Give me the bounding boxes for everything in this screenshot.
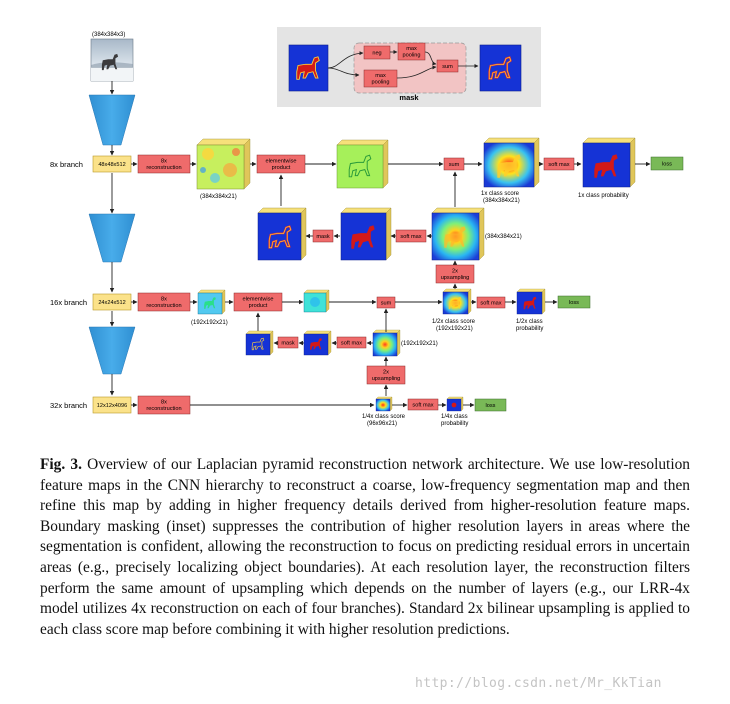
branch16-score-label: 1/2x class score [432,319,476,325]
branch8-recon-volume [196,138,251,190]
branch16-softmax2-label: soft max [341,341,362,347]
cnn-block-1 [88,94,136,146]
branch16-class-score [442,288,472,315]
inset-caption: mask [399,93,419,102]
branch8-mask-op [312,229,334,243]
branch32-score-size: (96x96x21) [367,421,397,427]
branch8-loss [650,156,684,171]
branch16-name: 16x branch [50,298,87,307]
branch16-prob-label-2: probability [516,326,543,332]
branch32-loss [474,398,507,412]
branch8-mask-label: mask [316,234,330,240]
branch32-class-probability [446,396,464,412]
branch8-prob-volume [340,207,392,261]
figure-caption-text: Overview of our Laplacian pyramid recons… [40,456,690,638]
branch8-softmax2-label: soft max [400,234,421,240]
branch16-size2: (192x192x21) [401,341,438,347]
branch16-upsampling [366,365,406,385]
branch32-loss-label: loss [486,403,496,409]
branch8-class-probability [582,137,636,188]
branch8-name: 8x branch [50,160,83,169]
branch16-masked-volume [303,289,330,313]
input-image [90,38,134,82]
branch32-softmax-label: soft max [412,403,433,409]
branch8-score-label: 1x class score [481,191,520,197]
branch16-loss [557,295,591,309]
branch8-softmax2 [395,229,427,243]
cnn-block-2 [88,213,136,263]
input-size-label: (384x384x3) [92,32,125,38]
max-pooling-op-2 [363,69,398,88]
figure-caption-label: Fig. 3. [40,456,82,473]
branch8-sum-label: sum [449,162,460,168]
branch16-sum-label: sum [381,301,392,307]
branch16-upsampled-score [372,329,401,357]
branch16-sum [376,296,396,309]
neg-label: neg [372,51,381,57]
branch8-feature-label: 48x48x512 [98,162,125,168]
branch8-upsampling [435,264,475,284]
branch8-masked-volume [336,139,389,189]
cnn-block-3 [88,326,136,375]
branch16-prob-volume [303,330,332,356]
branch16-mask-label: mask [281,341,295,347]
branch16-score-size: (192x192x21) [436,326,473,332]
branch8-size2: (384x384x21) [485,234,522,240]
branch16-loss-label: loss [569,300,579,306]
branch32-feature-label: 12x12x4096 [97,403,127,409]
watermark: http://blog.csdn.net/Mr_KkTian [415,676,662,691]
inset-sum-label: sum [442,64,453,70]
branch8-class-score [483,137,540,188]
branch16-softmax-label: soft max [480,301,501,307]
branch16-class-probability [516,288,546,315]
branch16-softmax [476,296,506,309]
branch8-mask-volume [257,207,307,261]
branch32-score-label: 1/4x class score [362,414,406,420]
branch16-softmax2 [336,336,367,349]
branch8-recon-size: (384x384x21) [200,194,237,200]
branch16-recon-volume [197,289,226,315]
branch8-prob-label: 1x class probability [578,193,629,199]
branch32-prob-label-1: 1/4x class [441,414,468,420]
figure-caption: Fig. 3. Overview of our Laplacian pyrami… [40,455,690,640]
branch8-softmax-label: soft max [548,162,569,168]
branch32-prob-label-2: probability [441,421,468,427]
branch32-softmax [407,398,439,411]
max-pooling-op-1 [397,42,426,61]
branch16-recon-size: (192x192x21) [191,320,228,326]
inset-mask-output [479,44,522,92]
branch8-upsampled-score [431,207,485,261]
branch16-mask-volume [245,330,274,356]
branch32-class-score [375,396,393,412]
branch8-score-size: (384x384x21) [483,198,520,204]
neg-op [363,45,391,60]
branch16-feature-label: 24x24x512 [98,300,125,306]
branch16-mask-op [277,336,299,349]
inset-input-score [288,44,329,92]
branch8-loss-label: loss [662,162,672,168]
branch32-name: 32x branch [50,401,87,410]
branch16-prob-label-1: 1/2x class [516,319,543,325]
